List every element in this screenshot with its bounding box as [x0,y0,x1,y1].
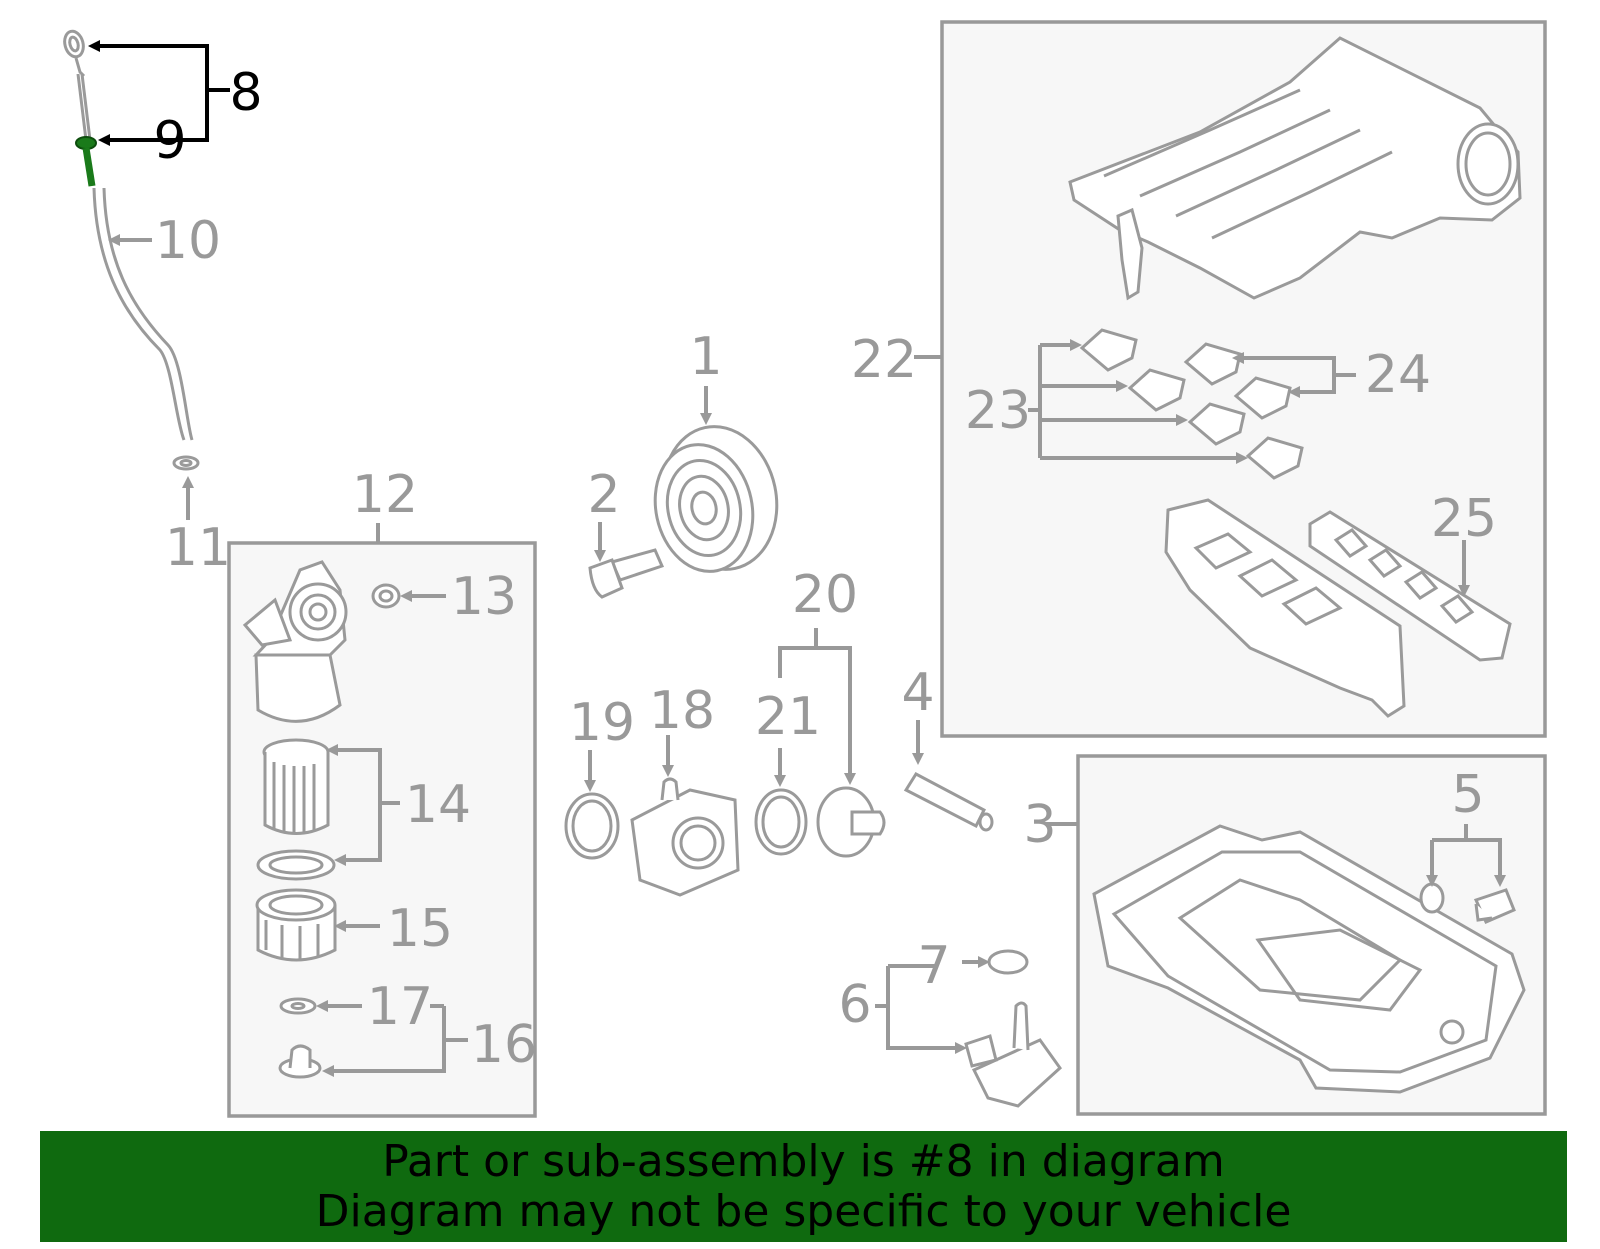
callout-16: 16 [471,1015,537,1075]
callout-9: 9 [153,111,186,171]
banner-line-2: Diagram may not be specific to your vehi… [315,1185,1292,1237]
oil-filter-housing[interactable] [242,560,348,723]
intake-gaskets-set[interactable] [1079,328,1304,480]
drain-plug-washer[interactable] [1419,882,1445,914]
filter-gasket[interactable] [256,849,336,881]
callout-17: 17 [367,977,433,1037]
sensor-o-ring[interactable] [987,949,1029,975]
callout-21: 21 [755,687,821,747]
dipstick-o-ring-highlighted[interactable] [75,136,97,150]
cooler-seal-right[interactable] [754,788,808,856]
callout-8-highlighted: 8 [229,63,262,123]
drain-washer[interactable] [279,997,317,1015]
callout-2: 2 [587,465,620,525]
callout-7: 7 [917,936,950,996]
callout-1: 1 [689,327,722,387]
filter-cap[interactable] [255,888,337,962]
oil-cooler[interactable] [630,777,740,897]
banner-line-1: Part or sub-assembly is #8 in diagram [382,1135,1225,1187]
callout-10: 10 [155,211,221,271]
crankshaft-pulley[interactable] [644,416,790,581]
callout-3: 3 [1023,795,1056,855]
intake-manifold[interactable] [1068,36,1522,301]
pcv-connector[interactable] [903,772,994,832]
cooler-bolt[interactable] [816,786,886,858]
callout-11: 11 [165,518,231,578]
callout-5: 5 [1451,765,1484,825]
oil-filter-element[interactable] [262,738,330,835]
callout-12: 12 [352,465,418,525]
oil-level-sensor[interactable] [964,1001,1062,1108]
callout-15: 15 [387,899,453,959]
callout-23: 23 [965,381,1031,441]
tube-seal[interactable] [172,455,200,471]
dipstick-assembly[interactable] [62,29,97,187]
callout-13: 13 [451,567,517,627]
cooler-seal-left[interactable] [564,792,620,860]
exhaust-manifold-gasket[interactable] [1308,510,1512,662]
filter-housing-seal[interactable] [371,583,401,609]
callout-18: 18 [649,681,715,741]
callout-14: 14 [405,775,471,835]
oil-pan[interactable] [1092,824,1526,1094]
callout-22: 22 [851,330,917,390]
info-banner: Part or sub-assembly is #8 in diagram Di… [40,1131,1567,1242]
oil-pan-drain-plug[interactable] [1473,888,1516,924]
callout-4: 4 [901,663,934,723]
callout-6: 6 [838,975,871,1035]
callout-24: 24 [1365,345,1431,405]
drain-plug[interactable] [278,1044,322,1079]
exhaust-manifold[interactable] [1164,498,1406,718]
dipstick-tube[interactable] [92,187,186,441]
callout-19: 19 [569,693,635,753]
pulley-bolt[interactable] [588,548,665,599]
callout-25: 25 [1431,489,1497,549]
callout-20: 20 [792,565,858,625]
